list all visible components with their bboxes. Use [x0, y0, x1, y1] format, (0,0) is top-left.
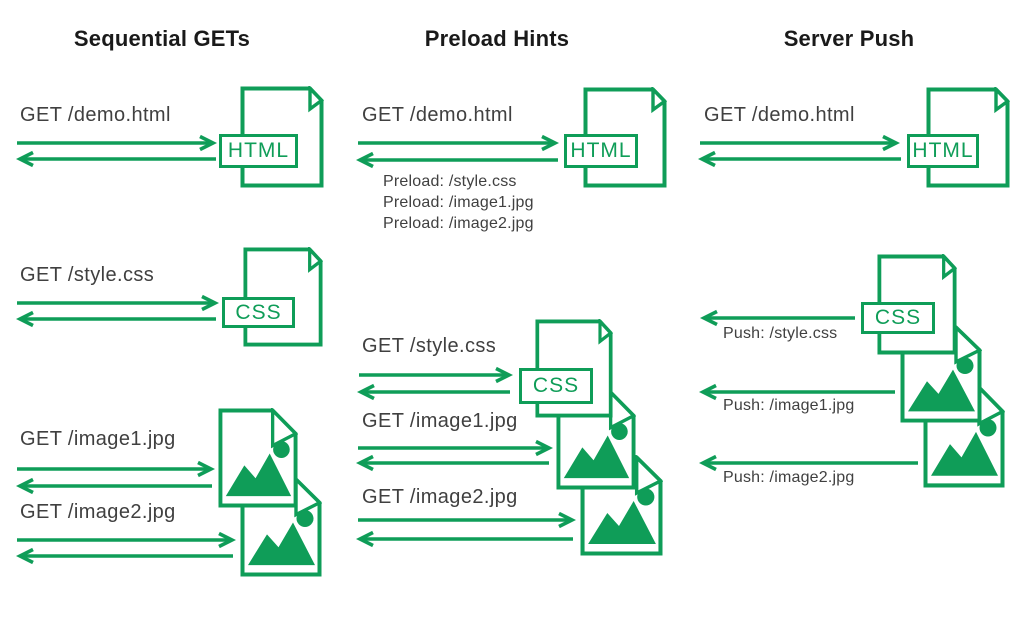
column-title-preload-hints: Preload Hints: [424, 26, 570, 51]
push-html-file-label: HTML: [907, 134, 979, 168]
seq-style-request-arrow-icon: [17, 294, 219, 312]
preload-hint-image2-label: Preload: /image2.jpg: [383, 215, 534, 232]
push-demo-request-arrow-icon: [700, 134, 900, 152]
push-demo-response-arrow-icon: [698, 150, 901, 168]
preload-image1-request-arrow-icon: [358, 439, 553, 457]
seq-image1-response-arrow-icon: [16, 477, 212, 495]
seq-image2-request-arrow-icon: [17, 531, 236, 549]
column-title-server-push: Server Push: [783, 26, 915, 51]
preload-get-image2-label: GET /image2.jpg: [362, 486, 518, 508]
seq-get-image1-label: GET /image1.jpg: [20, 428, 176, 450]
seq-image2-response-arrow-icon: [16, 547, 233, 565]
seq-html-file-label: HTML: [219, 134, 298, 168]
seq-image1-request-arrow-icon: [17, 460, 215, 478]
seq-demo-request-arrow-icon: [17, 134, 217, 152]
seq-get-style-label: GET /style.css: [20, 264, 155, 286]
preload-image1-response-arrow-icon: [356, 454, 549, 472]
push-image1-arrow-icon: [699, 383, 895, 401]
preload-css-file-label: CSS: [519, 368, 593, 404]
preload-image2-request-arrow-icon: [358, 511, 576, 529]
seq-demo-response-arrow-icon: [16, 150, 216, 168]
preload-style-request-arrow-icon: [359, 366, 513, 384]
push-image1-label: Push: /image1.jpg: [723, 397, 855, 414]
preload-get-demo-label: GET /demo.html: [362, 104, 513, 126]
preload-get-image1-label: GET /image1.jpg: [362, 410, 518, 432]
column-title-sequential-gets: Sequential GETs: [73, 26, 251, 51]
push-style-arrow-icon: [700, 309, 855, 327]
seq-css-file-label: CSS: [222, 297, 295, 328]
preload-image2-response-arrow-icon: [356, 530, 573, 548]
preload-style-response-arrow-icon: [357, 383, 510, 401]
push-image2-label: Push: /image2.jpg: [723, 469, 855, 486]
seq-style-response-arrow-icon: [16, 310, 216, 328]
preload-hint-style-label: Preload: /style.css: [383, 173, 517, 190]
push-style-label: Push: /style.css: [723, 325, 838, 342]
push-image2-arrow-icon: [699, 454, 918, 472]
preload-get-style-label: GET /style.css: [362, 335, 497, 357]
seq-get-image2-label: GET /image2.jpg: [20, 501, 176, 523]
seq-get-demo-label: GET /demo.html: [20, 104, 171, 126]
preload-html-file-label: HTML: [564, 134, 638, 168]
preload-demo-response-arrow-icon: [356, 151, 558, 169]
push-get-demo-label: GET /demo.html: [704, 104, 855, 126]
seq-image1-file-icon: [218, 408, 298, 508]
push-css-file-label: CSS: [861, 302, 935, 334]
preload-demo-request-arrow-icon: [358, 134, 559, 152]
preload-hint-image1-label: Preload: /image1.jpg: [383, 194, 534, 211]
